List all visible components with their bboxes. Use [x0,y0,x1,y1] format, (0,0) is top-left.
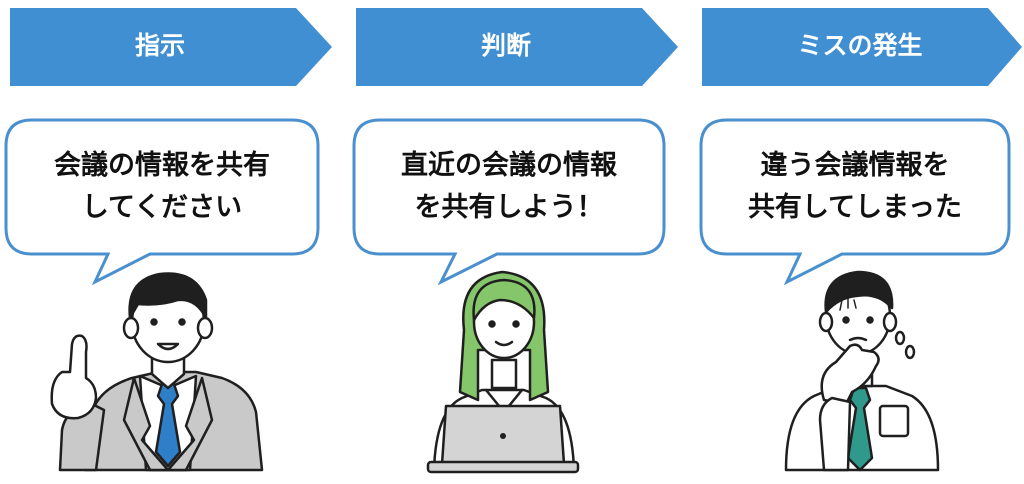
speech-line: 違う会議情報を [760,150,950,181]
speech-bubble-3 [699,118,1011,286]
speech-bubble-2 [352,118,666,286]
speech-bubble-1 [4,118,320,286]
step-label-2: 判断 [480,31,531,60]
speech-line: 直近の会議の情報 [401,150,617,181]
man-pointing-finger-icon [50,272,264,472]
step-label-3: ミスの発生 [797,31,923,60]
speech-line: 共有してしまった [747,192,963,223]
speech-text-3: 違う会議情報を 共有してしまった [705,145,1005,229]
step-arrow-2 [356,8,678,86]
woman-with-laptop-icon [426,270,580,474]
worried-man-icon [784,270,940,472]
speech-line: を共有しよう！ [414,192,604,223]
step-arrow-3 [702,8,1022,86]
step-arrow-1 [10,8,332,86]
speech-text-1: 会議の情報を共有 してください [10,145,314,229]
speech-line: 会議の情報を共有 [54,150,270,181]
speech-text-2: 直近の会議の情報 を共有しよう！ [358,145,660,229]
step-label-1: 指示 [134,31,185,60]
speech-line: してください [81,192,243,223]
